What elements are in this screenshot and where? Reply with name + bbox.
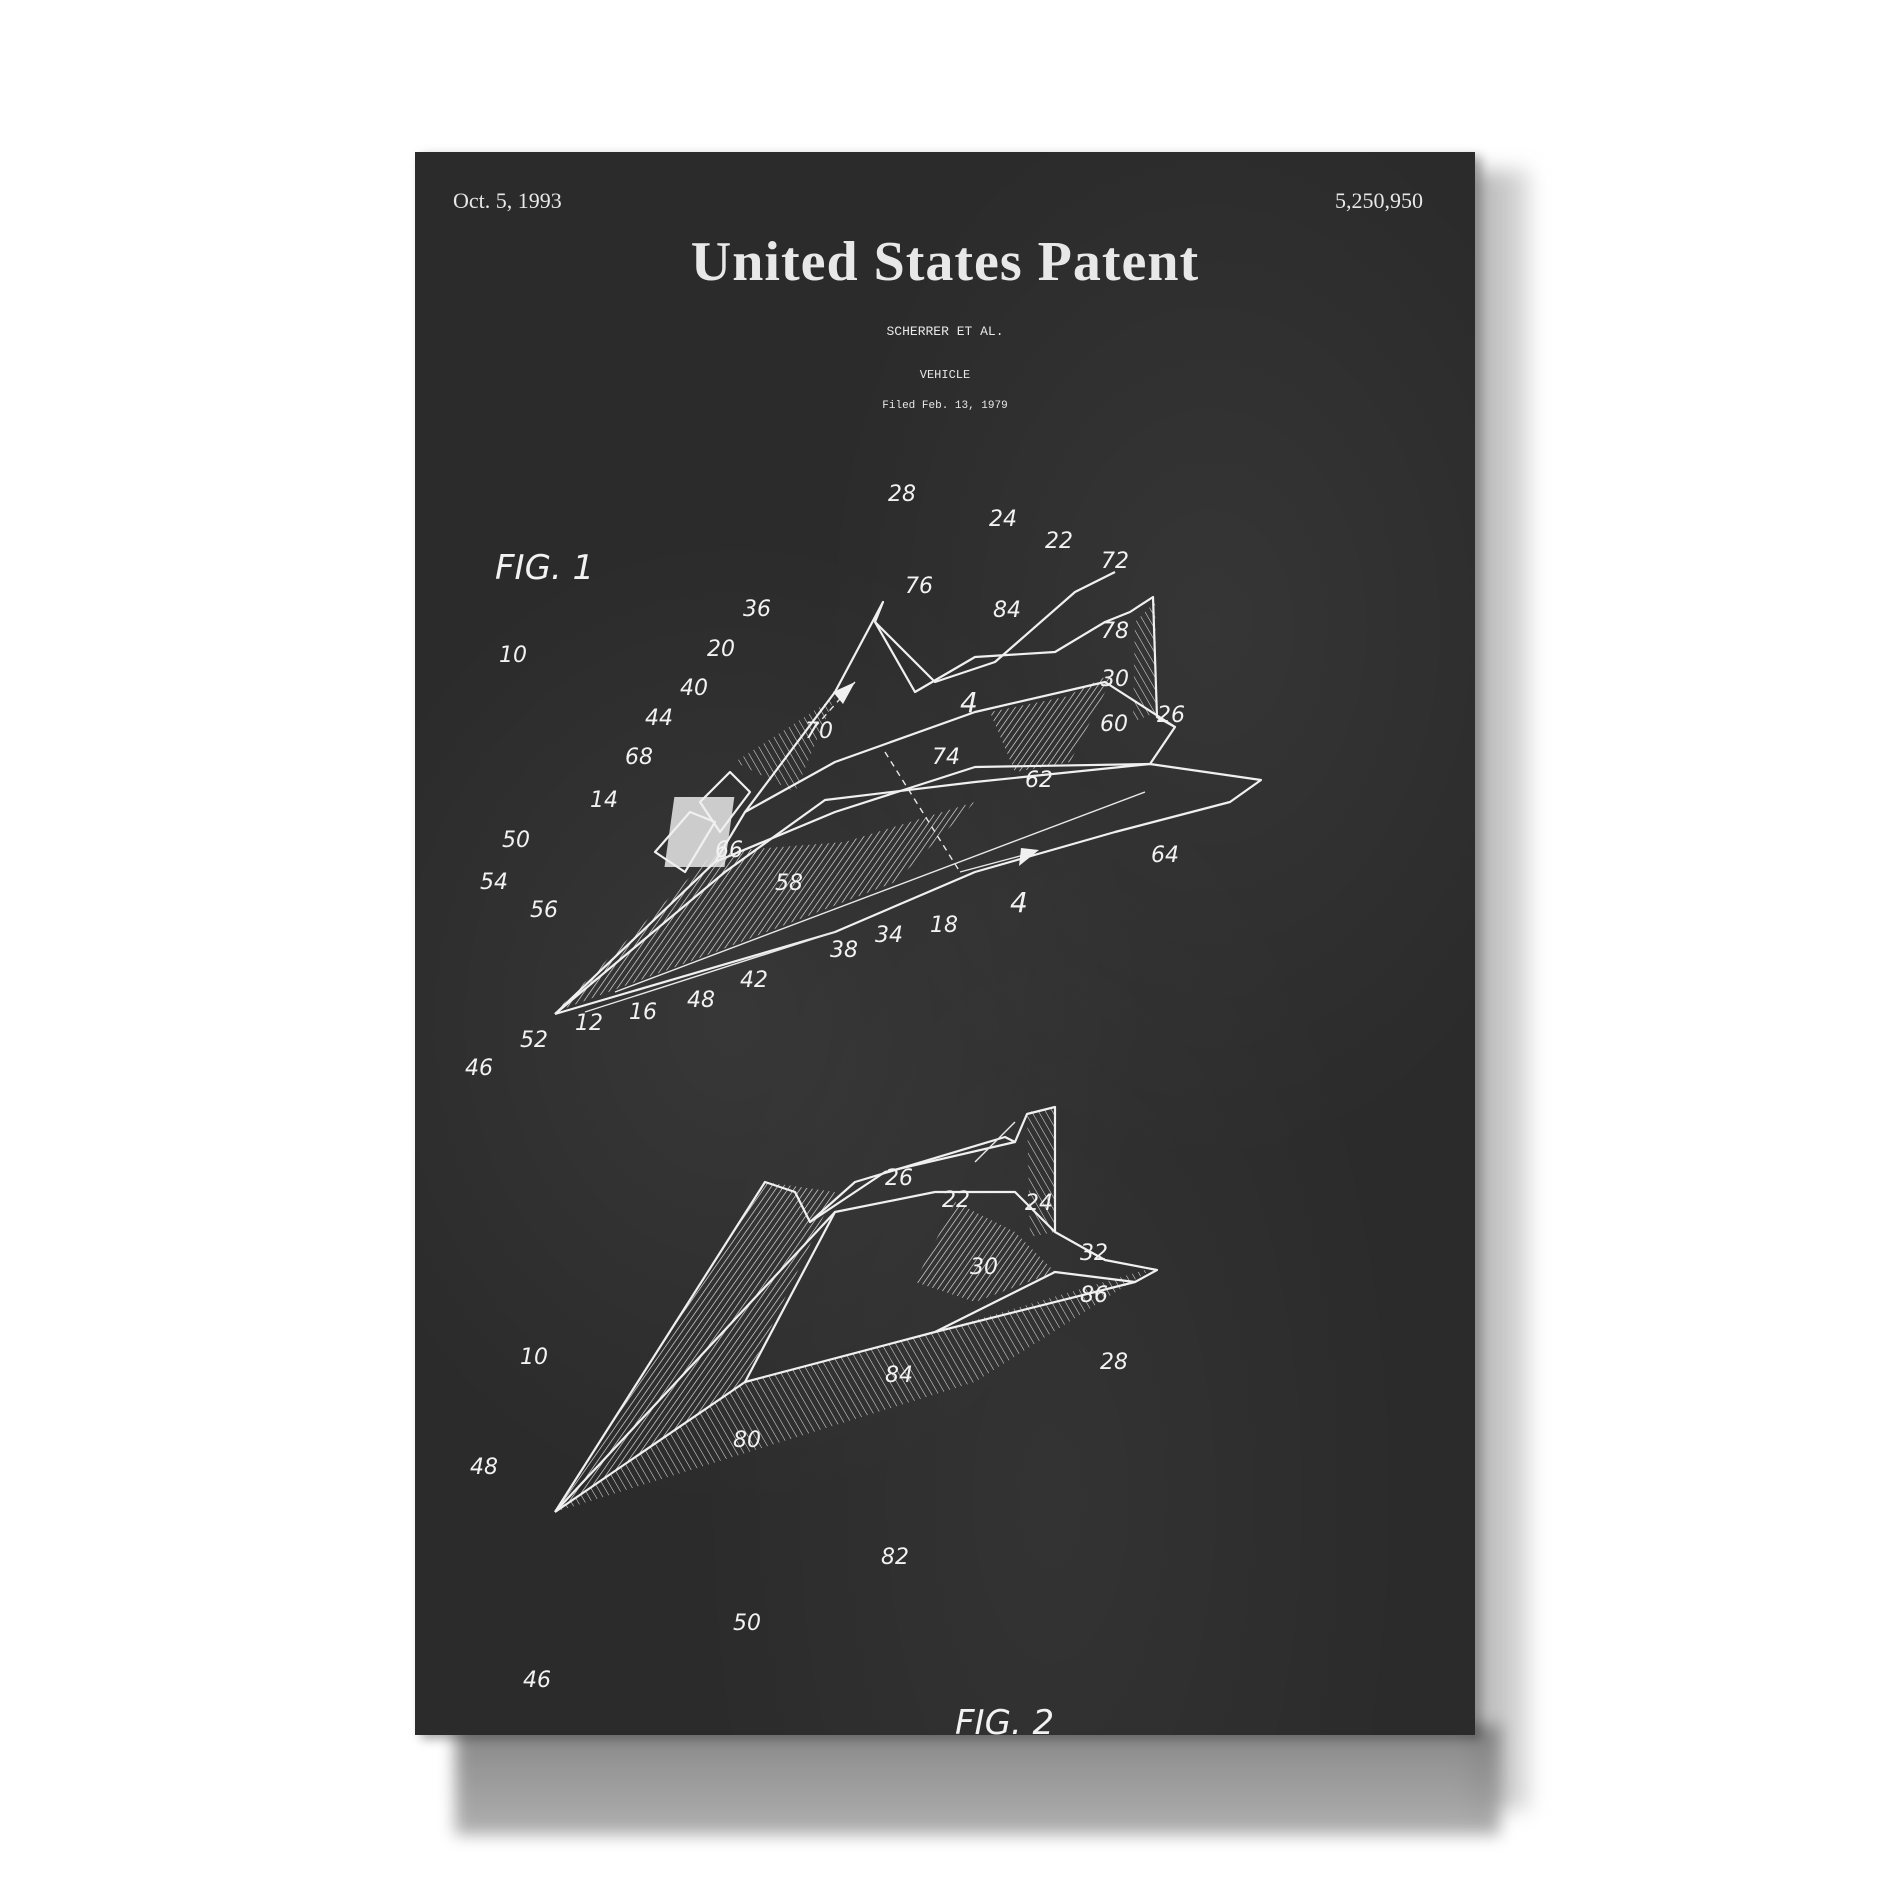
svg-text:10: 10 (499, 643, 527, 668)
svg-text:34: 34 (875, 923, 903, 948)
svg-text:58: 58 (775, 871, 803, 896)
svg-text:28: 28 (888, 482, 916, 507)
svg-text:14: 14 (590, 788, 618, 813)
svg-text:36: 36 (743, 597, 771, 622)
svg-text:44: 44 (645, 706, 673, 731)
svg-text:84: 84 (993, 598, 1021, 623)
svg-text:50: 50 (502, 828, 530, 853)
svg-text:50: 50 (733, 1611, 761, 1636)
svg-text:54: 54 (480, 870, 508, 895)
svg-text:30: 30 (1101, 667, 1129, 692)
svg-text:26: 26 (885, 1166, 913, 1191)
svg-text:30: 30 (970, 1255, 998, 1280)
svg-text:16: 16 (629, 1000, 657, 1025)
svg-text:40: 40 (680, 676, 708, 701)
svg-text:64: 64 (1151, 843, 1179, 868)
svg-text:74: 74 (932, 745, 960, 770)
figure-2-aircraft: 26 22 24 32 30 86 10 28 84 80 48 82 50 4… (470, 1107, 1157, 1735)
svg-text:24: 24 (989, 507, 1017, 532)
svg-text:56: 56 (530, 898, 558, 923)
svg-text:4: 4 (960, 686, 978, 719)
fig1-outline-lower (555, 764, 1261, 1014)
svg-text:10: 10 (520, 1345, 548, 1370)
svg-text:20: 20 (707, 637, 735, 662)
svg-text:24: 24 (1025, 1191, 1053, 1216)
svg-text:70: 70 (805, 719, 833, 744)
svg-text:22: 22 (1045, 529, 1073, 554)
svg-text:78: 78 (1101, 619, 1129, 644)
fig1-title: FIG. 1 (495, 548, 594, 588)
figure-1-aircraft: FIG. 1 28 24 22 72 76 84 78 36 10 20 30 … (465, 482, 1261, 1081)
svg-text:28: 28 (1100, 1350, 1128, 1375)
svg-text:32: 32 (1080, 1241, 1108, 1266)
svg-text:46: 46 (523, 1668, 551, 1693)
svg-text:12: 12 (575, 1011, 603, 1036)
svg-text:42: 42 (740, 968, 768, 993)
svg-text:82: 82 (881, 1545, 909, 1570)
svg-text:62: 62 (1025, 768, 1053, 793)
svg-text:48: 48 (687, 988, 715, 1013)
patent-canvas-print: Oct. 5, 1993 5,250,950 United States Pat… (415, 152, 1475, 1735)
svg-text:46: 46 (465, 1056, 493, 1081)
svg-text:52: 52 (520, 1028, 548, 1053)
svg-text:72: 72 (1101, 549, 1129, 574)
svg-text:80: 80 (733, 1428, 761, 1453)
canvas-bottom-shadow (455, 1725, 1500, 1835)
svg-text:22: 22 (942, 1188, 970, 1213)
svg-text:26: 26 (1157, 703, 1185, 728)
patent-drawing: FIG. 1 28 24 22 72 76 84 78 36 10 20 30 … (415, 152, 1475, 1735)
svg-text:60: 60 (1100, 712, 1128, 737)
svg-text:86: 86 (1080, 1283, 1108, 1308)
svg-text:66: 66 (715, 838, 743, 863)
svg-text:4: 4 (1010, 886, 1028, 919)
svg-text:76: 76 (905, 574, 933, 599)
svg-text:68: 68 (625, 745, 653, 770)
svg-text:38: 38 (830, 938, 858, 963)
svg-text:48: 48 (470, 1455, 498, 1480)
svg-text:18: 18 (930, 913, 958, 938)
fig1-rear-shading (990, 672, 1115, 772)
svg-text:84: 84 (885, 1363, 913, 1388)
fig2-title: FIG. 2 (955, 1703, 1054, 1735)
canvas-side-shadow (1470, 170, 1530, 1810)
